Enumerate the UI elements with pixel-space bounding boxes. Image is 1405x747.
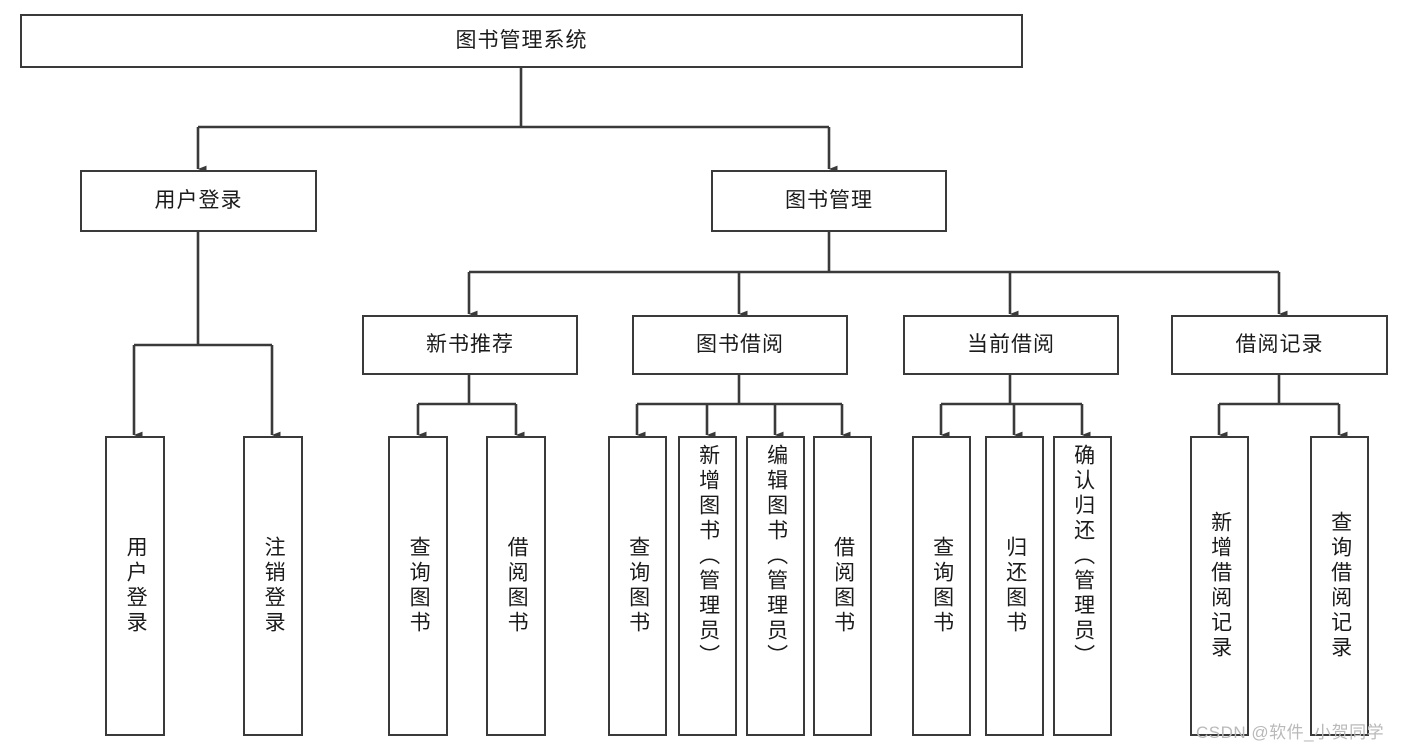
leaf-brw-add-book-label: 新增图书（管理员） [696, 444, 720, 669]
watermark-text: CSDN @软件_小贺同学 [1196, 723, 1385, 742]
leaf-rec-query-record-label: 查询借阅记录 [1328, 511, 1352, 661]
leaf-user-logout-label: 注销登录 [262, 536, 286, 636]
leaf-user-login[interactable]: 用户登录 [105, 436, 165, 736]
leaf-cur-confirm-return[interactable]: 确认归还（管理员） [1053, 436, 1112, 736]
leaf-user-logout[interactable]: 注销登录 [243, 436, 303, 736]
leaf-rec-query-book[interactable]: 查询图书 [388, 436, 448, 736]
leaf-rec-add-record-label: 新增借阅记录 [1208, 511, 1232, 661]
leaf-rec-query-book-label: 查询图书 [407, 536, 431, 636]
book-borrow-label: 图书借阅 [696, 333, 784, 357]
book-manage[interactable]: 图书管理 [711, 170, 947, 232]
borrow-record[interactable]: 借阅记录 [1171, 315, 1388, 375]
leaf-rec-borrow-book-label: 借阅图书 [505, 536, 529, 636]
new-book-rec-label: 新书推荐 [426, 333, 514, 357]
leaf-brw-borrow-book-label: 借阅图书 [831, 536, 855, 636]
new-book-rec[interactable]: 新书推荐 [362, 315, 578, 375]
leaf-cur-query-book[interactable]: 查询图书 [912, 436, 971, 736]
borrow-record-label: 借阅记录 [1235, 333, 1324, 357]
book-borrow[interactable]: 图书借阅 [632, 315, 848, 375]
current-borrow[interactable]: 当前借阅 [903, 315, 1119, 375]
leaf-brw-edit-book-label: 编辑图书（管理员） [764, 444, 788, 669]
leaf-rec-borrow-book[interactable]: 借阅图书 [486, 436, 546, 736]
user-login-label: 用户登录 [154, 189, 243, 213]
leaf-brw-query-book[interactable]: 查询图书 [608, 436, 667, 736]
root[interactable]: 图书管理系统 [20, 14, 1023, 68]
leaf-brw-query-book-label: 查询图书 [626, 536, 650, 636]
leaf-cur-confirm-return-label: 确认归还（管理员） [1071, 444, 1095, 669]
leaf-brw-edit-book[interactable]: 编辑图书（管理员） [746, 436, 805, 736]
book-manage-label: 图书管理 [785, 189, 873, 213]
current-borrow-label: 当前借阅 [967, 333, 1055, 357]
leaf-user-login-label: 用户登录 [124, 536, 148, 636]
leaf-rec-query-record[interactable]: 查询借阅记录 [1310, 436, 1369, 736]
leaf-cur-query-book-label: 查询图书 [930, 536, 954, 636]
root-label: 图书管理系统 [455, 29, 588, 53]
leaf-cur-return-book[interactable]: 归还图书 [985, 436, 1044, 736]
leaf-cur-return-book-label: 归还图书 [1003, 536, 1027, 636]
leaf-rec-add-record[interactable]: 新增借阅记录 [1190, 436, 1249, 736]
leaf-brw-borrow-book[interactable]: 借阅图书 [813, 436, 872, 736]
user-login[interactable]: 用户登录 [80, 170, 317, 232]
leaf-brw-add-book[interactable]: 新增图书（管理员） [678, 436, 737, 736]
